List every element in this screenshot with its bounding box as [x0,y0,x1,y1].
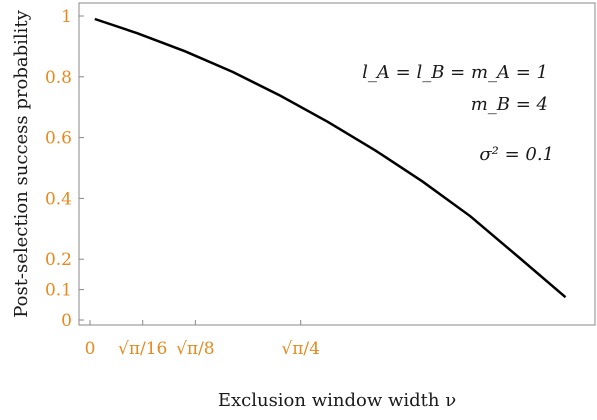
y-tick-label: 0 [61,311,72,331]
y-tick-label: 0.2 [45,250,72,270]
x-axis-title: Exclusion window width ν [218,390,456,411]
annotation-3: σ² = 0.1 [479,144,554,165]
x-ticks: 0 √π/16 √π/8 √π/4 [85,320,320,359]
annotation-2: m_B = 4 [471,94,548,115]
annotation-1: l_A = l_B = m_A = 1 [362,62,548,83]
y-tick-label: 0.8 [45,68,72,88]
y-ticks: 0 0.1 0.2 0.4 0.6 0.8 1 [45,7,84,331]
series-line [94,17,567,299]
x-tick-label: √π/4 [281,339,320,359]
x-tick-label: √π/16 [118,339,167,359]
plot-frame [78,2,596,326]
y-tick-label: 0.1 [45,281,72,301]
y-tick-label: 0.4 [45,189,72,209]
x-tick-label: √π/8 [176,339,215,359]
y-axis-title: Post-selection success probability [11,9,32,317]
y-tick-label: 0.6 [45,129,72,149]
y-tick-label: 1 [61,7,72,27]
x-tick-label: 0 [85,339,96,359]
